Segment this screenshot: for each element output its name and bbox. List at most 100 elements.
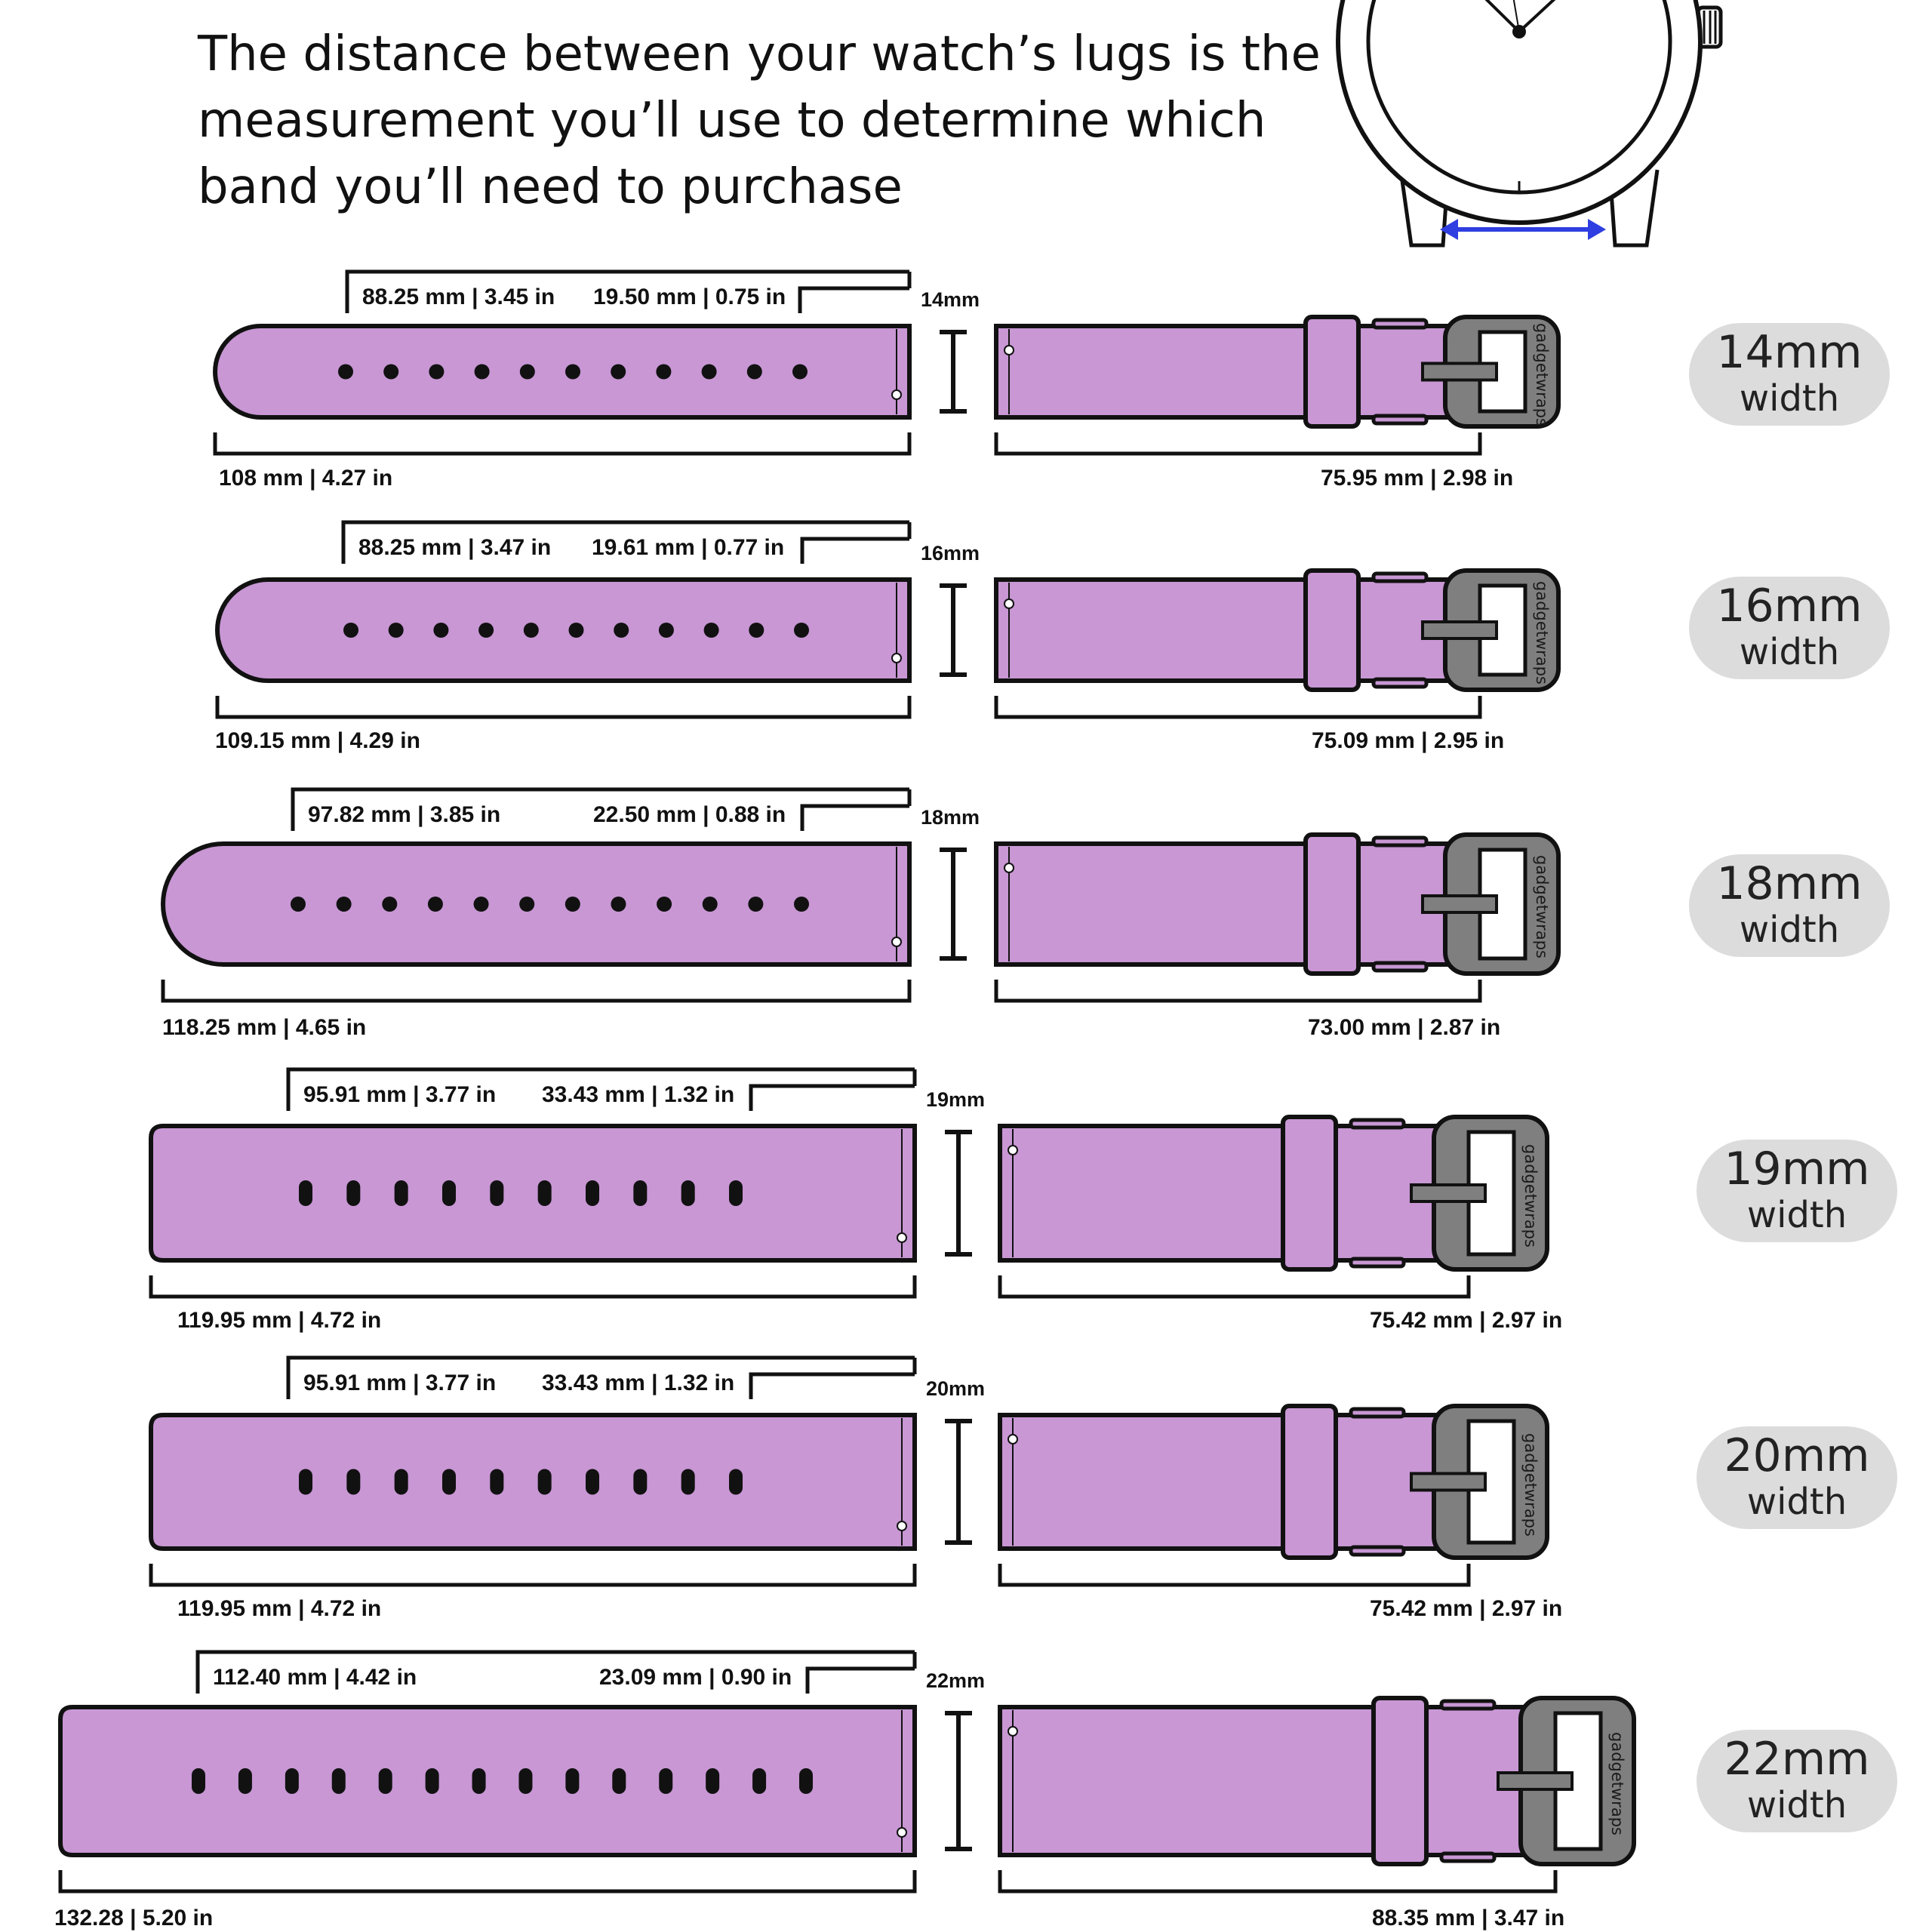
- strap-hole: [657, 897, 672, 912]
- long-total-bracket: [58, 1870, 917, 1894]
- short-strap: [998, 1705, 1553, 1857]
- strap-hole: [442, 1469, 456, 1495]
- keeper-floating: [1349, 1257, 1406, 1269]
- strap-hole: [612, 1768, 626, 1794]
- tip-span-bracket: [749, 1084, 915, 1111]
- keeper-fixed: [1303, 568, 1361, 692]
- strap-hole: [429, 364, 445, 380]
- strap-hole: [285, 1768, 299, 1794]
- pin-hole: [897, 1232, 907, 1243]
- keeper-floating: [1439, 1851, 1497, 1863]
- double-arrow-icon: [1440, 219, 1606, 240]
- short-total-measure: 75.95 mm | 2.98 in: [1321, 466, 1514, 491]
- keeper-floating: [1371, 414, 1429, 426]
- long-strap: [58, 1705, 917, 1857]
- strap-hole: [388, 623, 404, 638]
- pin-hole: [891, 389, 902, 400]
- pin-hole: [1008, 1434, 1018, 1444]
- band-18mm: [161, 787, 1561, 1003]
- short-total-bracket: [998, 1870, 1558, 1894]
- tip-span-bracket: [800, 537, 909, 564]
- tip-span-bracket: [805, 1666, 915, 1694]
- width-size-label: 19mm: [926, 1088, 986, 1111]
- long-tip-measure: 23.09 mm | 0.90 in: [599, 1665, 792, 1690]
- strap-hole: [433, 623, 449, 638]
- buckle-tongue: [1421, 620, 1498, 640]
- long-tip-measure: 33.43 mm | 1.32 in: [542, 1082, 735, 1107]
- short-total-measure: 73.00 mm | 2.87 in: [1308, 1015, 1501, 1040]
- short-strap: [994, 841, 1478, 967]
- strap-hole: [383, 364, 399, 380]
- short-total-measure: 75.09 mm | 2.95 in: [1312, 728, 1505, 753]
- short-total-bracket: [994, 432, 1482, 456]
- long-tip-measure: 22.50 mm | 0.88 in: [593, 802, 786, 827]
- strap-hole: [394, 1180, 408, 1206]
- badge-word: width: [1746, 1784, 1847, 1826]
- short-total-bracket: [998, 1564, 1471, 1587]
- strap-hole: [702, 897, 718, 912]
- pin-hole: [1004, 598, 1014, 609]
- long-holes-measure: 95.91 mm | 3.77 in: [303, 1371, 497, 1395]
- long-total-measure: 118.25 mm | 4.65 in: [162, 1015, 367, 1040]
- keeper-fixed: [1281, 1404, 1338, 1560]
- strap-hole: [291, 897, 306, 912]
- strap-hole: [656, 364, 672, 380]
- long-tip-measure: 19.61 mm | 0.77 in: [592, 535, 785, 560]
- long-total-bracket: [161, 980, 912, 1003]
- long-tip-measure: 33.43 mm | 1.32 in: [542, 1371, 735, 1395]
- strap-hole: [425, 1768, 439, 1794]
- buckle-tongue: [1421, 361, 1498, 382]
- strap-hole: [565, 897, 580, 912]
- long-holes-measure: 95.91 mm | 3.77 in: [303, 1082, 497, 1107]
- keeper-floating: [1371, 961, 1429, 973]
- strap-hole: [299, 1469, 312, 1495]
- pin-hole: [1004, 345, 1014, 355]
- long-total-measure: 109.15 mm | 4.29 in: [215, 728, 420, 753]
- pin-hole: [897, 1521, 907, 1531]
- strap-hole: [473, 897, 489, 912]
- width-size-label: 14mm: [921, 288, 980, 311]
- strap-hole: [519, 897, 535, 912]
- buckle-tongue: [1421, 894, 1498, 914]
- badge-word: width: [1746, 1194, 1847, 1236]
- buckle-tongue: [1410, 1472, 1487, 1492]
- short-total-measure: 75.42 mm | 2.97 in: [1370, 1596, 1563, 1621]
- watch-face-icon: [1336, 0, 1723, 248]
- brand-mark: gadgetwraps: [1533, 322, 1551, 426]
- tip-span-bracket: [749, 1372, 915, 1399]
- pin-hole: [1008, 1145, 1018, 1155]
- short-strap: [994, 324, 1478, 420]
- strap-hole: [565, 364, 580, 380]
- short-total-bracket: [994, 980, 1482, 1003]
- strap-hole: [611, 897, 626, 912]
- long-total-bracket: [215, 696, 912, 719]
- intro-text: The distance between your watch’s lugs i…: [198, 26, 1321, 215]
- strap-hole: [729, 1180, 743, 1206]
- strap-hole: [614, 623, 629, 638]
- strap-hole: [519, 364, 535, 380]
- pin-hole: [897, 1827, 907, 1838]
- short-total-measure: 88.35 mm | 3.47 in: [1372, 1906, 1565, 1930]
- long-strap: [161, 841, 912, 967]
- brand-mark: gadgetwraps: [1521, 1144, 1540, 1247]
- strap-hole: [586, 1469, 599, 1495]
- width-size-label: 22mm: [926, 1669, 986, 1692]
- band-14mm: [213, 269, 1561, 456]
- strap-hole: [701, 364, 717, 380]
- band-16mm: [215, 520, 1561, 719]
- hole-span-bracket: [286, 1355, 915, 1399]
- strap-hole: [343, 623, 358, 638]
- badge-word: width: [1739, 377, 1840, 420]
- strap-hole: [192, 1768, 205, 1794]
- strap-hole: [537, 1469, 552, 1495]
- buckle-tongue: [1410, 1183, 1487, 1203]
- long-strap: [149, 1413, 917, 1551]
- pin-hole: [1004, 863, 1014, 873]
- strap-hole: [394, 1469, 408, 1495]
- pin-hole: [891, 653, 902, 663]
